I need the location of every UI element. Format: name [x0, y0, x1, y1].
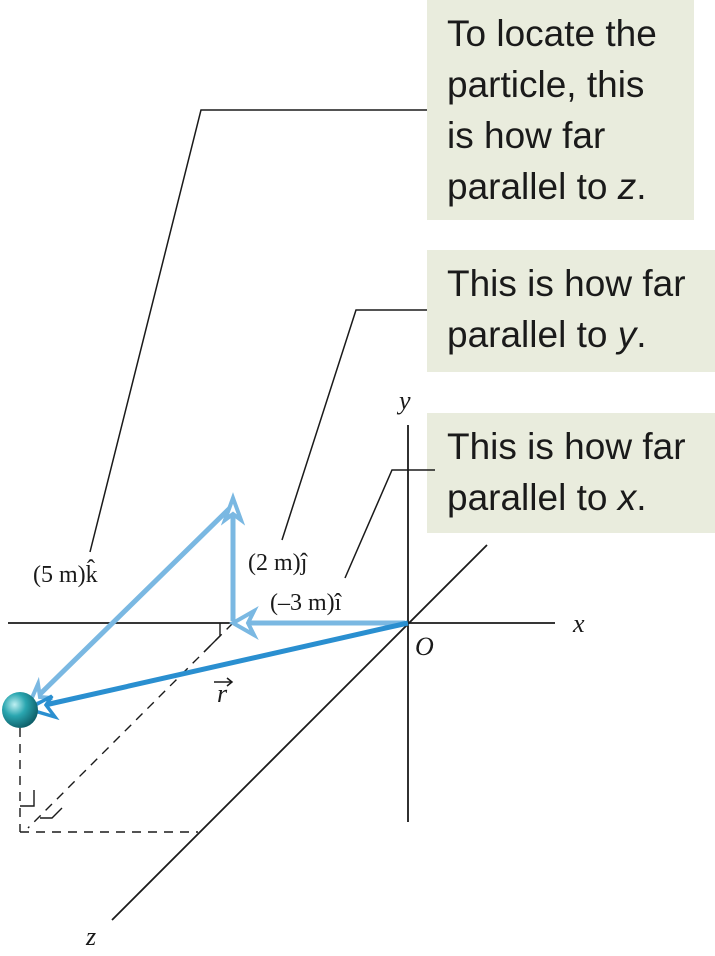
- callout-x-line2-post: .: [636, 477, 647, 518]
- callout-x-line1: This is how far: [447, 426, 686, 467]
- callout-x-var: x: [617, 477, 637, 518]
- callout-x-line2: parallel to x.: [447, 472, 715, 523]
- callout-y-line1: This is how far: [447, 263, 686, 304]
- callout-y-component: This is how far parallel to y.: [427, 250, 715, 372]
- z-axis: [111, 544, 488, 921]
- label-r-vector: r: [214, 677, 234, 708]
- callout-y-var: y: [617, 314, 637, 355]
- callout-z-var: z: [617, 166, 637, 207]
- vector-k: [32, 506, 232, 702]
- callout-z-line4: parallel to z.: [447, 161, 694, 212]
- position-vector-arrowhead: [23, 694, 60, 721]
- y-axis-label: y: [396, 386, 411, 415]
- callout-z-line2: particle, this: [447, 64, 645, 105]
- position-vector-r: [44, 620, 409, 708]
- label-k-vector: (5 m)k̂: [33, 559, 98, 588]
- callout-z-component: To locate the particle, this is how far …: [427, 0, 694, 220]
- origin-label: O: [415, 632, 434, 661]
- callout-z-line1: To locate the: [447, 13, 657, 54]
- callout-z-line4-pre: parallel to: [447, 166, 618, 207]
- callout-z-line4-post: .: [636, 166, 647, 207]
- callout-x-line2-pre: parallel to: [447, 477, 618, 518]
- callout-y-line2-pre: parallel to: [447, 314, 618, 355]
- leader-line-y: [281, 309, 427, 541]
- z-axis-label: z: [85, 922, 96, 951]
- component-vectors: [32, 506, 405, 702]
- leader-line-z: [89, 109, 427, 553]
- particle: [2, 692, 38, 728]
- callout-y-line2: parallel to y.: [447, 309, 715, 360]
- callout-z-line3: is how far: [447, 115, 606, 156]
- projection-lines: [19, 622, 234, 833]
- leader-line-x: [344, 469, 435, 579]
- label-j-vector: (2 m)ĵ: [248, 550, 309, 576]
- label-i-vector: (–3 m)î: [270, 590, 343, 616]
- right-angle-markers: [20, 623, 221, 819]
- x-axis-label: x: [572, 609, 585, 638]
- label-r-text: r: [217, 679, 228, 708]
- callout-y-line2-post: .: [636, 314, 647, 355]
- callout-x-component: This is how far parallel to x.: [427, 413, 715, 533]
